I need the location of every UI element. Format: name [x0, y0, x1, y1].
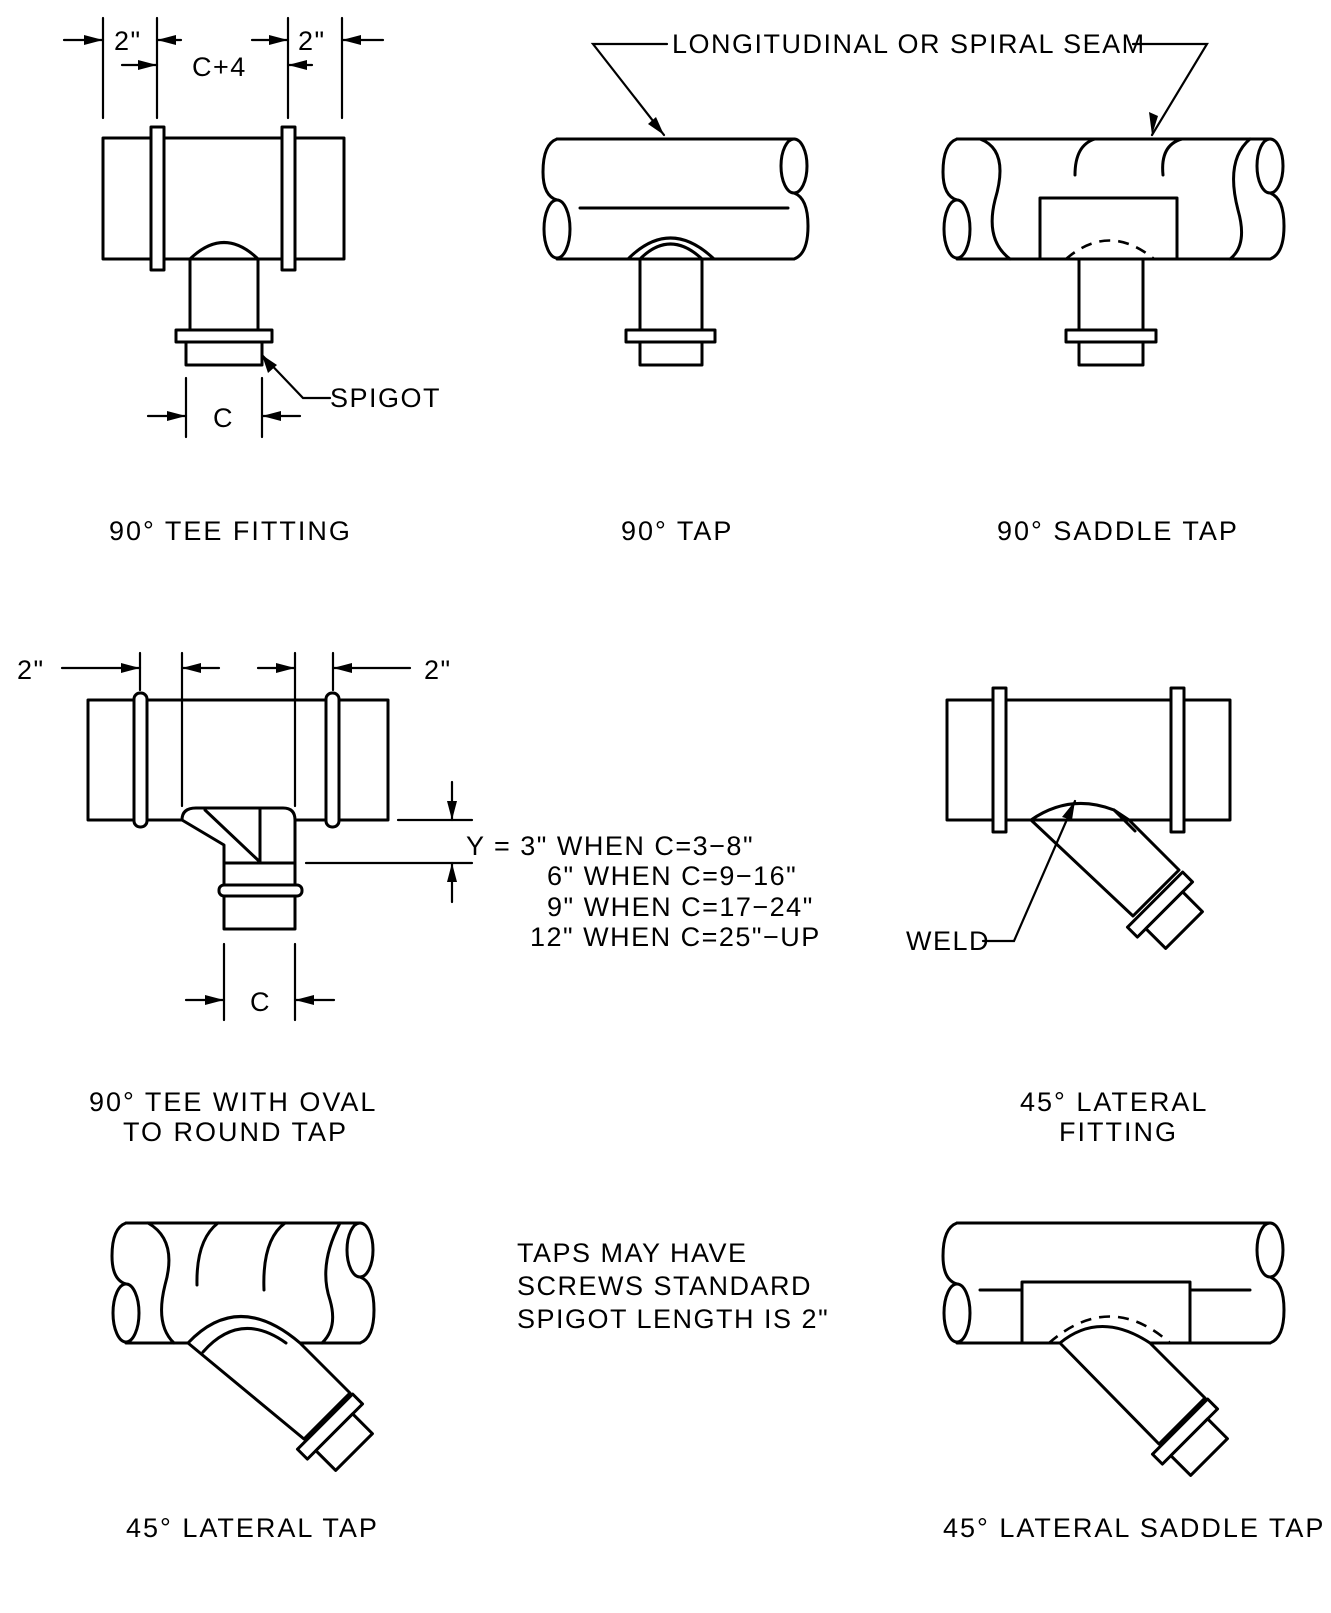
caption-lateral-tap: 45° LATERAL TAP	[126, 1513, 379, 1543]
dim-2in-left-label: 2"	[114, 26, 142, 56]
caption-lateral-fitting-line1: 45° LATERAL	[1020, 1087, 1208, 1117]
caption-tee-fitting: 90° TEE FITTING	[109, 516, 352, 546]
oval-dim-2in-right-label: 2"	[424, 655, 452, 685]
oval-dim-c-label: C	[250, 987, 271, 1017]
oval-dim-2in-left-label: 2"	[17, 655, 45, 685]
seam-leader	[590, 42, 1209, 137]
caption-tee-oval-line2: TO ROUND TAP	[123, 1117, 348, 1147]
weld-label: WELD	[906, 926, 990, 956]
seam-label: LONGITUDINAL OR SPIRAL SEAM	[672, 29, 1146, 59]
dim-c-label: C	[213, 403, 234, 433]
tee-fitting-figure	[62, 16, 385, 439]
spigot-label: SPIGOT	[330, 383, 441, 413]
dim-2in-right-label: 2"	[298, 26, 326, 56]
saddle-tap-figure	[941, 137, 1286, 367]
y-table-row-2: 6" WHEN C=9−16"	[547, 861, 797, 891]
tap-figure	[541, 137, 810, 367]
caption-tee-oval-line1: 90° TEE WITH OVAL	[89, 1087, 377, 1117]
y-table-row-1: Y = 3" WHEN C=3−8"	[466, 831, 754, 861]
lateral-tap-figure	[110, 1221, 376, 1472]
caption-lateral-fitting-line2: FITTING	[1059, 1117, 1178, 1147]
note-line-2: SCREWS STANDARD	[517, 1271, 812, 1301]
tee-oval-figure	[60, 651, 474, 1022]
lateral-fitting-figure	[945, 686, 1232, 950]
y-table-row-3: 9" WHEN C=17−24"	[547, 892, 814, 922]
caption-tap: 90° TAP	[621, 516, 733, 546]
caption-saddle-tap: 90° SADDLE TAP	[997, 516, 1239, 546]
dim-c-plus-4-label: C+4	[192, 52, 247, 82]
y-table-row-4: 12" WHEN C=25"−UP	[530, 922, 821, 952]
caption-lateral-saddle-tap: 45° LATERAL SADDLE TAP	[943, 1513, 1325, 1543]
note-line-1: TAPS MAY HAVE	[517, 1238, 748, 1268]
lateral-saddle-tap-figure	[941, 1221, 1286, 1477]
note-line-3: SPIGOT LENGTH IS 2"	[517, 1304, 829, 1334]
